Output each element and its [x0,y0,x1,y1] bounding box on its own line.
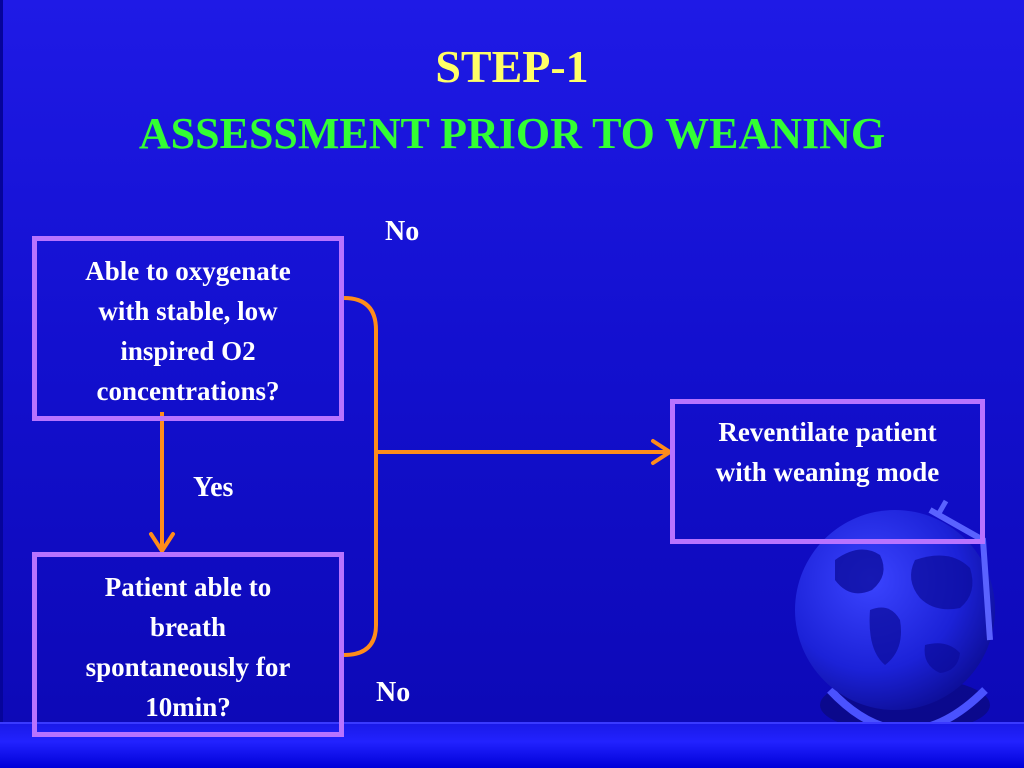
node-oxygenate: Able to oxygenate with stable, low inspi… [32,236,344,421]
node-reventilate: Reventilate patient with weaning mode [670,399,985,544]
connector-yes-arrowhead [149,532,175,553]
node-spontaneous-line: breath [149,612,226,642]
node-spontaneous-breathing: Patient able to breath spontaneously for… [32,552,344,737]
node-oxygenate-line: concentrations? [96,376,280,406]
edge-label-no-bottom: No [376,677,411,708]
node-oxygenate-line: Able to oxygenate [85,256,291,286]
edge-label-yes: Yes [193,472,234,503]
node-reventilate-line: with weaning mode [715,457,940,487]
node-spontaneous-line: Patient able to [104,572,272,602]
left-edge-bar [0,0,3,768]
footer-line [0,722,1024,724]
bracket-connector [343,296,378,657]
node-reventilate-line: Reventilate patient [718,417,937,447]
slide-subtitle: ASSESSMENT PRIOR TO WEANING [138,109,886,158]
footer-band [0,724,1024,768]
edge-label-no-top: No [385,216,420,247]
node-oxygenate-line: inspired O2 [120,336,256,366]
node-spontaneous-line: 10min? [145,692,231,722]
node-oxygenate-line: with stable, low [98,296,278,326]
slide-title: STEP-1 [435,41,589,92]
node-spontaneous-line: spontaneously for [85,652,291,682]
